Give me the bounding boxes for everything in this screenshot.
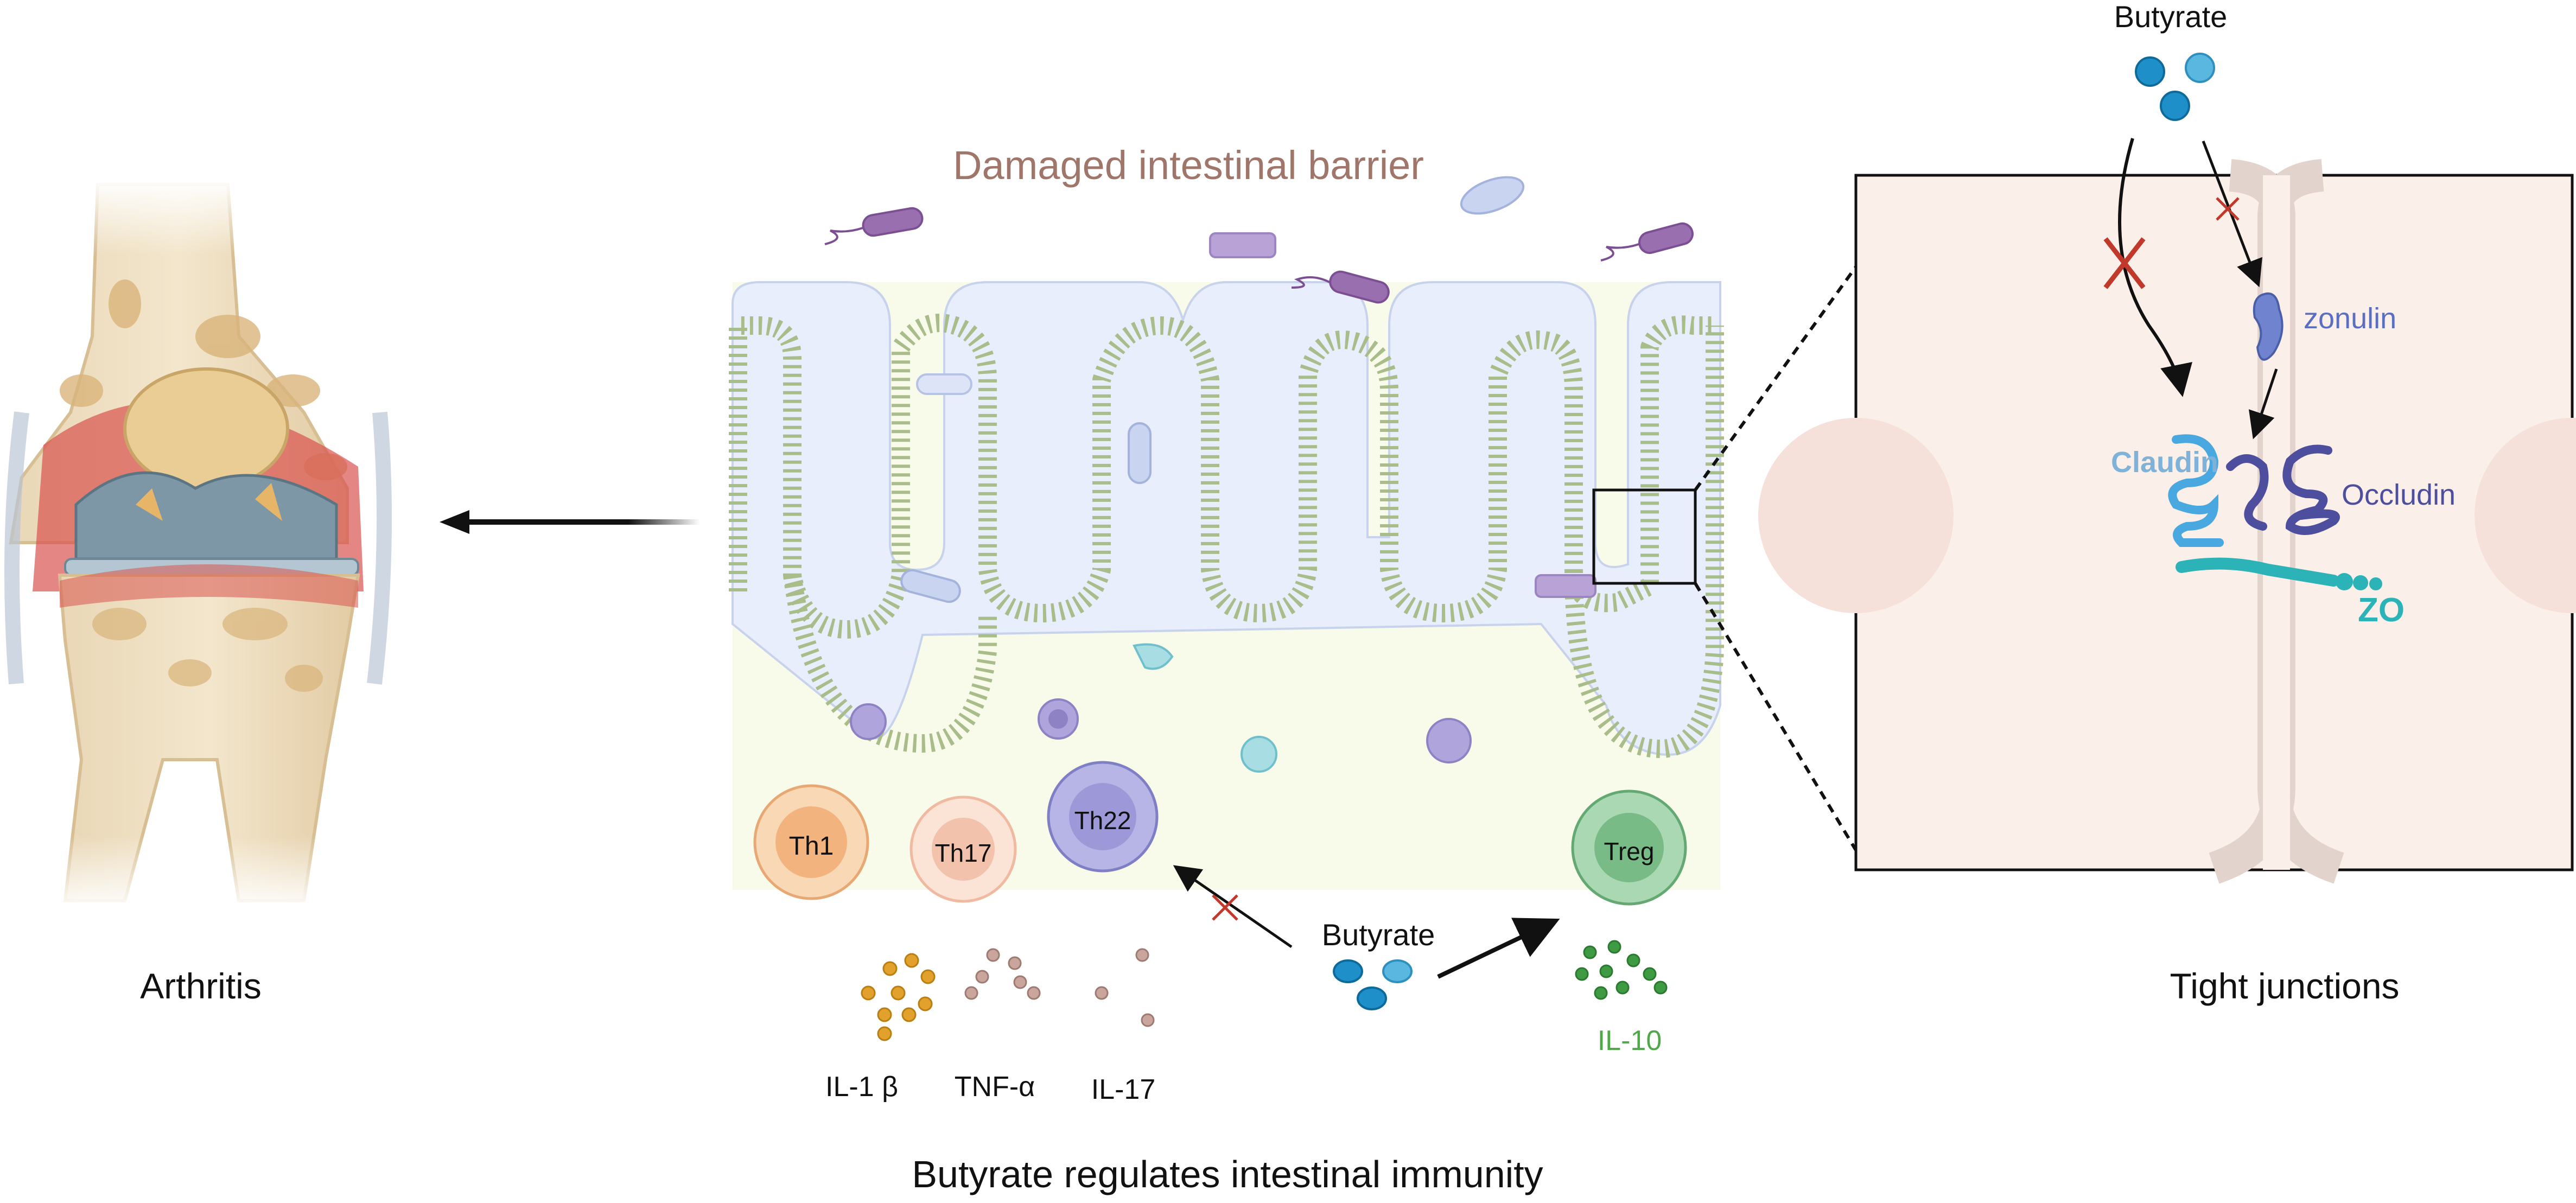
- butyrate-top-label: Butyrate: [2114, 0, 2228, 34]
- butyrate-to-th22-inhibited-arrow: [1173, 865, 1293, 949]
- zonulin-protein: [2253, 292, 2284, 361]
- butyrate-molecules-top: [2135, 53, 2215, 121]
- intestine-illustration: [729, 176, 1724, 890]
- cytokine-dots-il10: [1575, 940, 1668, 1000]
- cytokine-dots-tnfa: [964, 948, 1041, 1000]
- occludin-label: Occludin: [2342, 479, 2456, 511]
- cell-th1: Th1: [753, 784, 869, 900]
- cell-th22: Th22: [1047, 761, 1159, 873]
- inset-zoom-lines: [1694, 243, 1874, 869]
- tight-junction-inset-box: [1592, 488, 1697, 585]
- tight-junctions-label: Tight junctions: [2170, 966, 2399, 1006]
- cytokine-label-il10: IL-10: [1598, 1025, 1662, 1056]
- zo-protein: [2176, 557, 2339, 587]
- damaged-barrier-title: Damaged intestinal barrier: [953, 143, 1424, 188]
- butyrate-regulates-caption: Butyrate regulates intestinal immunity: [912, 1153, 1543, 1195]
- butyrate-center-label: Butyrate: [1322, 918, 1435, 952]
- intestine-to-arthritis-arrow: [440, 510, 700, 534]
- svg-text:Th22: Th22: [1074, 806, 1131, 835]
- svg-text:Th1: Th1: [789, 832, 834, 861]
- zo-protein-beads: [2336, 573, 2382, 590]
- cytokine-label-il1b: IL-1 β: [825, 1071, 898, 1103]
- cytokine-label-il17: IL-17: [1091, 1074, 1156, 1105]
- butyrate-to-treg-arrow: [1437, 918, 1560, 979]
- cytokine-dots-il17: [1095, 948, 1155, 1027]
- butyrate-to-zonulin-inhibited-arrow: [2202, 141, 2262, 288]
- cell-th17: Th17: [909, 795, 1017, 903]
- zonulin-to-junction-arrow: [2248, 368, 2278, 440]
- zo-label: ZO: [2358, 591, 2405, 629]
- svg-text:Th17: Th17: [935, 839, 992, 867]
- arthritis-label: Arthritis: [140, 966, 262, 1006]
- occludin-protein: [2226, 444, 2340, 535]
- cytokine-dots-il1b: [861, 953, 936, 1041]
- knee-joint-illustration: [0, 179, 412, 912]
- claudin-label: Claudin: [2111, 446, 2218, 479]
- zonulin-label: zonulin: [2304, 302, 2396, 335]
- butyrate-molecules-center: [1333, 959, 1413, 1010]
- claudin-protein: [2168, 434, 2224, 547]
- tight-junction-panel: [1758, 159, 2576, 884]
- svg-text:Treg: Treg: [1604, 837, 1655, 865]
- cell-treg: Treg: [1571, 790, 1687, 906]
- cytokine-label-tnfa: TNF-α: [955, 1071, 1035, 1103]
- butyrate-to-junction-inhibited-arrow: [2103, 138, 2192, 397]
